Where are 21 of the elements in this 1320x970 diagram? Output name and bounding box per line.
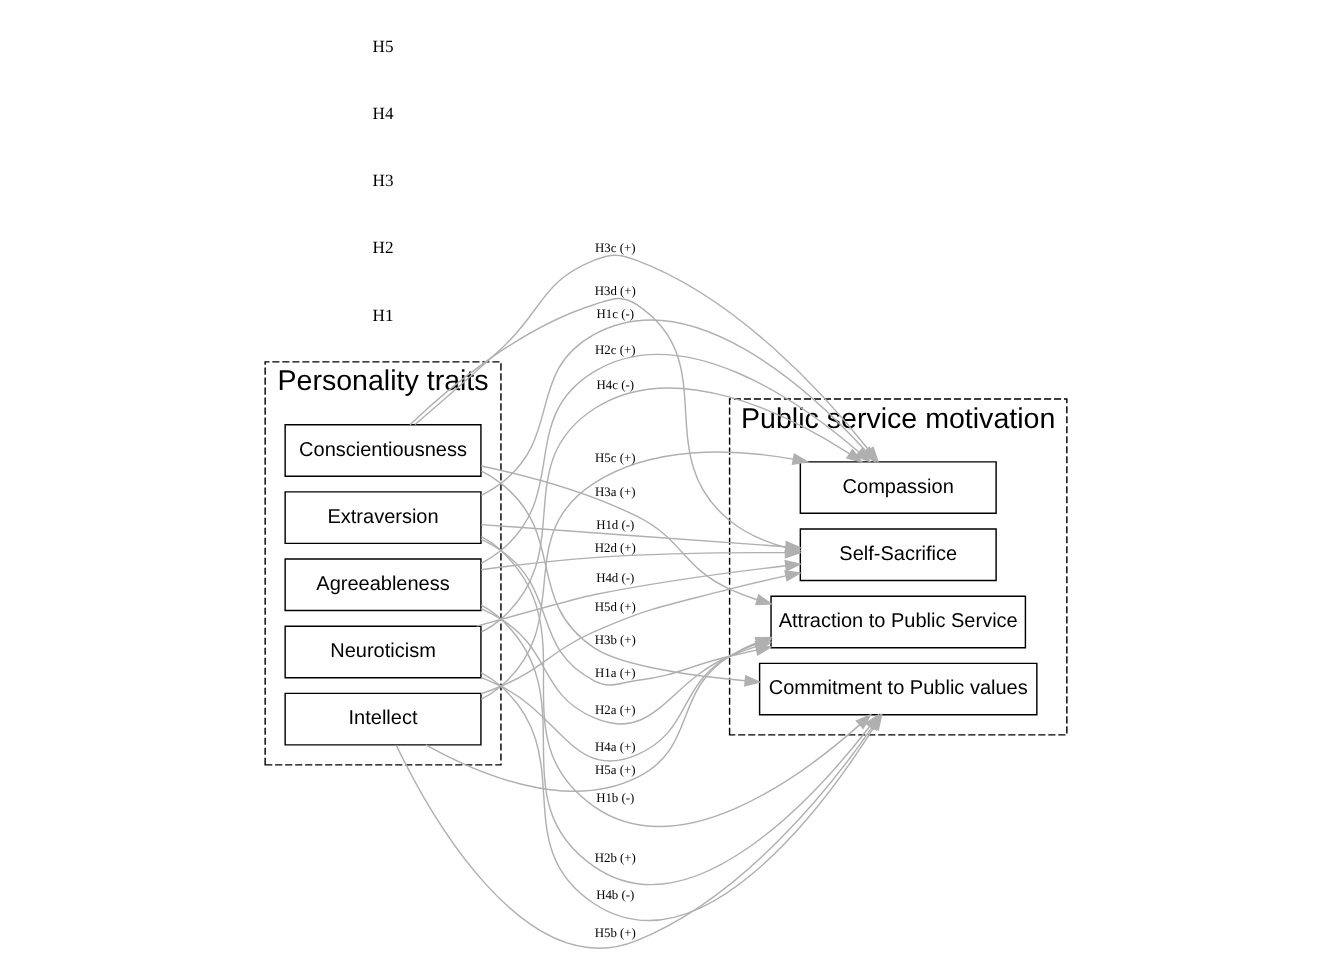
- arrow: [479, 570, 802, 695]
- label: H4: [371, 103, 393, 124]
- node-box: Neuroticism: [283, 625, 481, 679]
- node-box: Attraction to Public Service: [769, 595, 1026, 649]
- arrow: [479, 353, 871, 565]
- arrow: [479, 387, 863, 633]
- arrow: [479, 470, 761, 687]
- arrow: [475, 559, 802, 627]
- node-box: Agreeableness: [283, 558, 481, 612]
- label: H3: [371, 170, 393, 191]
- node-box: Intellect: [283, 692, 481, 746]
- node-box: Compassion: [798, 461, 996, 515]
- arrow: [479, 451, 809, 700]
- arrow: [479, 465, 773, 606]
- label: H5: [371, 35, 393, 56]
- node-box: Self-Sacrifice: [798, 528, 996, 582]
- label: H2: [371, 237, 393, 258]
- node-box: Extraversion: [283, 491, 481, 545]
- node-box: Commitment to Public values: [757, 662, 1037, 716]
- node-box: Conscientiousness: [283, 424, 481, 477]
- label: H1: [371, 304, 393, 325]
